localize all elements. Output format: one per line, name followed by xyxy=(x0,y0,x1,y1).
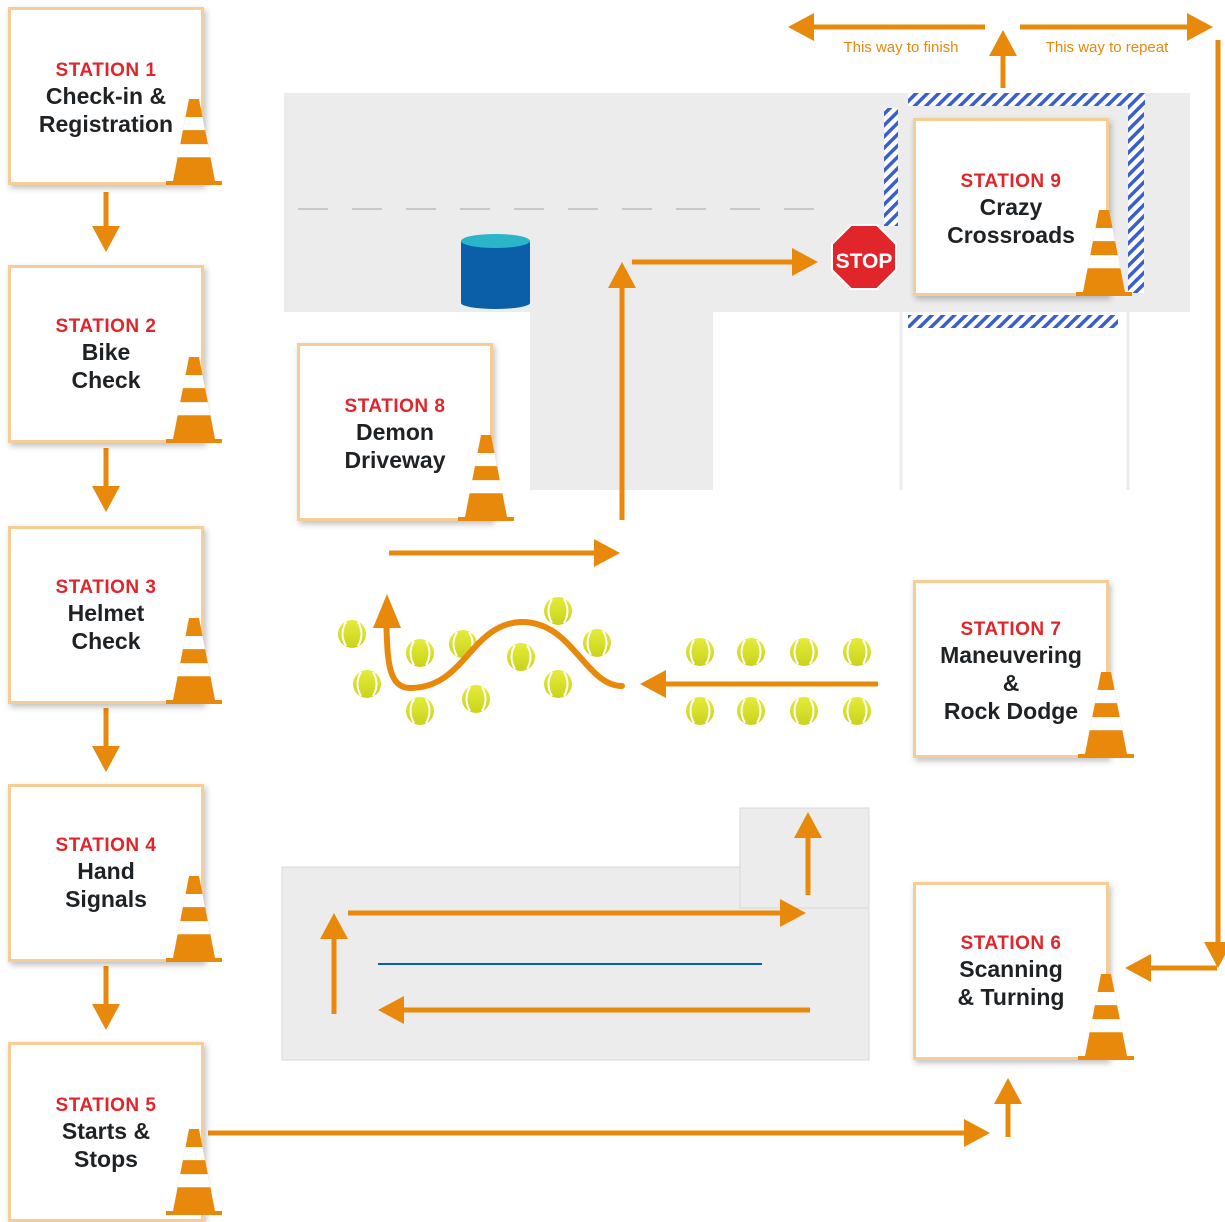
station-name-line: Rock Dodge xyxy=(943,698,1079,724)
route-arrows xyxy=(92,13,1225,1147)
station-name-line: Stops xyxy=(74,1146,138,1172)
station-number: STATION 9 xyxy=(960,171,1062,192)
station-name-line: Maneuvering xyxy=(940,642,1082,668)
stop-sign-icon: STOP xyxy=(831,224,897,290)
station-name-line: Crazy xyxy=(979,194,1043,220)
station-name-line: Demon xyxy=(356,419,434,445)
station-name-line: & xyxy=(1002,670,1020,696)
station-number: STATION 2 xyxy=(55,316,157,337)
station-9-card: STATION 9 Crazy Crossroads xyxy=(913,118,1109,296)
station-8-card: STATION 8 Demon Driveway xyxy=(297,343,493,521)
weave-arrowhead xyxy=(373,594,401,628)
tennis-balls xyxy=(338,597,871,725)
route-arrow xyxy=(1020,13,1213,41)
station-7-card: STATION 7 Maneuvering & Rock Dodge xyxy=(913,580,1109,758)
tennis-ball-icon xyxy=(843,638,871,666)
route-arrow xyxy=(389,539,620,567)
station-4-card: STATION 4 Hand Signals xyxy=(8,784,204,962)
station-name-line: Scanning xyxy=(959,956,1063,982)
station-name-line: Check-in & xyxy=(45,83,167,109)
tennis-ball-icon xyxy=(462,685,490,713)
station-name-line: Crossroads xyxy=(947,222,1075,248)
tennis-ball-icon xyxy=(583,629,611,657)
tennis-ball-icon xyxy=(406,697,434,725)
stop-sign-label: STOP xyxy=(836,250,893,273)
route-arrow xyxy=(1204,40,1225,968)
route-arrow xyxy=(320,913,348,1014)
tennis-ball-icon xyxy=(544,670,572,698)
route-arrow xyxy=(92,966,120,1030)
route-arrow xyxy=(378,996,810,1024)
station-number: STATION 6 xyxy=(960,933,1062,954)
crossroads-hatch xyxy=(884,93,1145,328)
tennis-ball-icon xyxy=(406,639,434,667)
tennis-ball-icon xyxy=(686,638,714,666)
station-name-line: Hand xyxy=(77,858,135,884)
station-number: STATION 1 xyxy=(55,60,157,81)
tennis-ball-icon xyxy=(843,697,871,725)
station-number: STATION 3 xyxy=(55,577,157,598)
route-arrow xyxy=(608,262,636,520)
station-6-card: STATION 6 Scanning & Turning xyxy=(913,882,1109,1060)
station-number: STATION 4 xyxy=(55,835,157,856)
station-number: STATION 5 xyxy=(55,1095,157,1116)
station-name-line: Bike xyxy=(81,339,131,365)
route-arrow xyxy=(348,899,806,927)
tennis-ball-icon xyxy=(507,643,535,671)
station-name-line: Check xyxy=(71,367,141,393)
route-arrow xyxy=(989,30,1017,88)
route-arrow xyxy=(92,708,120,772)
station-name-line: Registration xyxy=(38,111,174,137)
tennis-ball-icon xyxy=(544,597,572,625)
tennis-ball-icon xyxy=(338,620,366,648)
route-arrow xyxy=(788,13,985,41)
station-name-line: & Turning xyxy=(957,984,1065,1010)
station-3-card: STATION 3 Helmet Check xyxy=(8,526,204,704)
station-name-line: Signals xyxy=(65,886,147,912)
station-name-line: Starts & xyxy=(61,1118,151,1144)
tennis-ball-icon xyxy=(737,697,765,725)
route-arrow xyxy=(794,812,822,895)
route-arrow xyxy=(92,448,120,512)
station-2-card: STATION 2 Bike Check xyxy=(8,265,204,443)
tennis-ball-icon xyxy=(686,697,714,725)
station-number: STATION 8 xyxy=(344,396,446,417)
station-name-line: Helmet xyxy=(67,600,145,626)
route-arrow xyxy=(92,192,120,252)
finish-label: This way to finish xyxy=(843,39,958,56)
station-name-line: Check xyxy=(71,628,141,654)
station-name-line: Driveway xyxy=(344,447,446,473)
route-arrow xyxy=(632,248,818,276)
road-bottom xyxy=(281,807,870,1061)
station-number: STATION 7 xyxy=(960,619,1062,640)
tennis-ball-icon xyxy=(790,638,818,666)
barrel-icon xyxy=(461,234,530,309)
route-arrow xyxy=(208,1119,990,1147)
tennis-ball-icon xyxy=(353,670,381,698)
repeat-label: This way to repeat xyxy=(1046,39,1169,56)
weave-path xyxy=(383,615,625,692)
route-arrow xyxy=(640,670,878,698)
route-arrow xyxy=(1125,954,1217,982)
station-1-card: STATION 1 Check-in & Registration xyxy=(8,7,204,185)
tennis-ball-icon xyxy=(790,697,818,725)
route-arrow xyxy=(994,1078,1022,1137)
station-5-card: STATION 5 Starts & Stops xyxy=(8,1042,204,1222)
tennis-ball-icon xyxy=(737,638,765,666)
